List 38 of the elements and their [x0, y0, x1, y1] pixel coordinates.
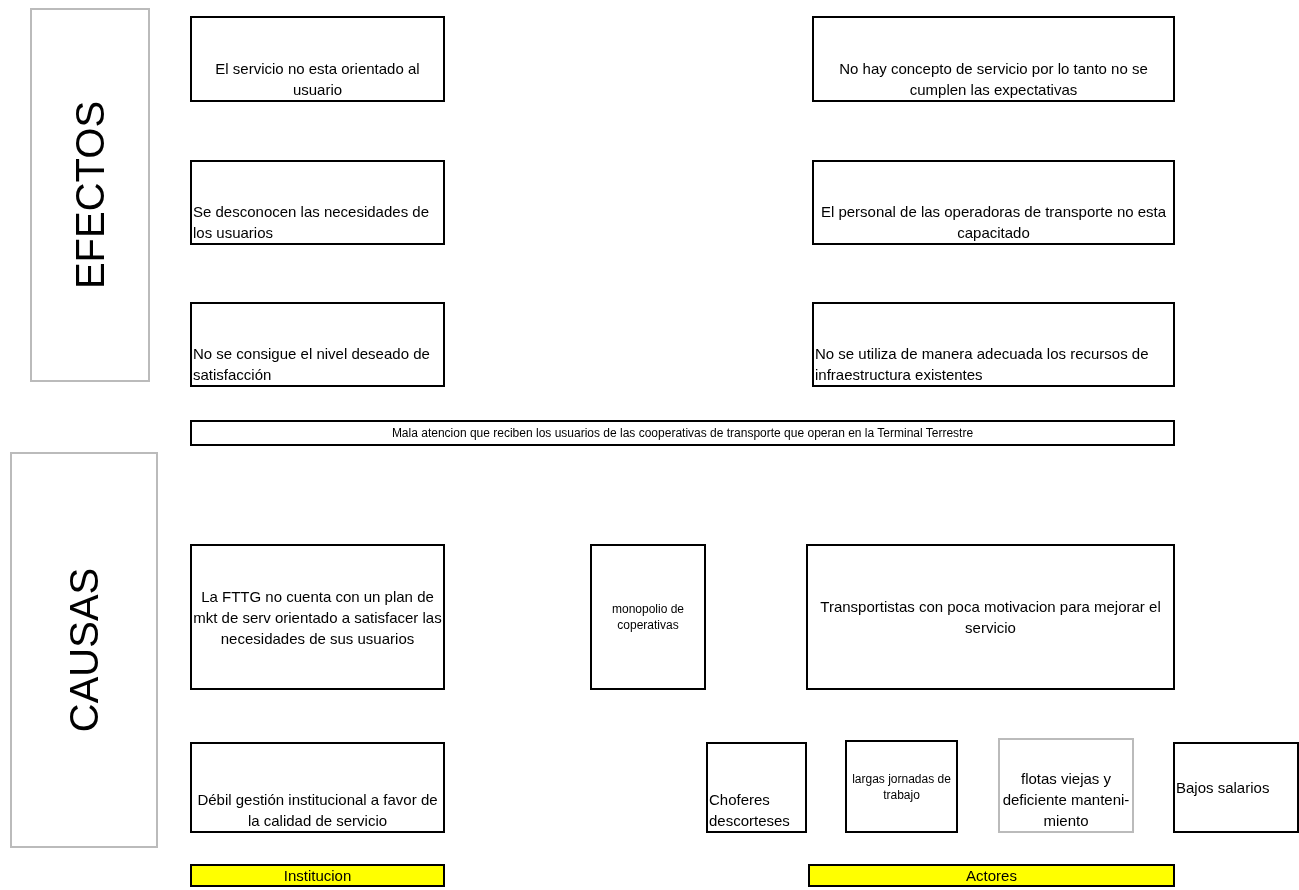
- cause-box: [190, 544, 445, 690]
- node-text: El personal de las operadoras de transporte no esta capacitado: [819, 202, 1168, 243]
- cause-box: [590, 544, 706, 690]
- node-text: No hay concepto de servicio por lo tanto no se cumplen las expectativas: [838, 59, 1149, 100]
- node-text: El servicio no esta orientado al usuario: [214, 59, 421, 100]
- node-text: Institucion: [282, 866, 353, 886]
- node-text: flotas viejas y deficiente manteni- miento: [1001, 769, 1131, 831]
- section-heading: EFECTOS: [68, 99, 112, 291]
- effect-box: [812, 302, 1175, 387]
- category-label-box: [808, 864, 1175, 887]
- node-text: Mala atencion que reciben los usuarios de las cooperativas de transporte que operan en la Terminal Terrestre: [390, 425, 975, 441]
- effect-box: [190, 16, 445, 102]
- cause-box: [806, 544, 1175, 690]
- effect-box: [812, 160, 1175, 245]
- effect-box: [812, 16, 1175, 102]
- node-text: La FTTG no cuenta con un plan de mkt de serv orientado a satisfacer las necesidades de sus usuarios: [192, 586, 443, 649]
- node-text: monopolio de coperativas: [610, 601, 686, 633]
- node-text: No se consigue el nivel deseado de satisfacción: [192, 344, 431, 385]
- node-text: No se utiliza de manera adecuada los recursos de infraestructura existentes: [814, 344, 1150, 385]
- category-label-box: [190, 864, 445, 887]
- causes-band: [10, 452, 158, 848]
- problem-box: [190, 420, 1175, 446]
- node-text: Se desconocen las necesidades de los usuarios: [192, 202, 430, 243]
- cause-box: [845, 740, 958, 833]
- section-heading: CAUSAS: [62, 566, 106, 734]
- cause-box: [190, 742, 445, 833]
- node-text: Transportistas con poca motivacion para mejorar el servicio: [819, 597, 1162, 638]
- node-text: largas jornadas de trabajo: [851, 770, 952, 803]
- cause-box: [998, 738, 1134, 833]
- node-text: Actores: [965, 866, 1018, 886]
- cause-box: [1173, 742, 1299, 833]
- effects-band: [30, 8, 150, 382]
- node-text: Débil gestión institucional a favor de la calidad de servicio: [196, 790, 439, 831]
- cause-box: [706, 742, 807, 833]
- node-text: Bajos salarios: [1175, 778, 1271, 798]
- effect-box: [190, 302, 445, 387]
- node-text: Choferes descorteses: [708, 790, 791, 831]
- effect-box: [190, 160, 445, 245]
